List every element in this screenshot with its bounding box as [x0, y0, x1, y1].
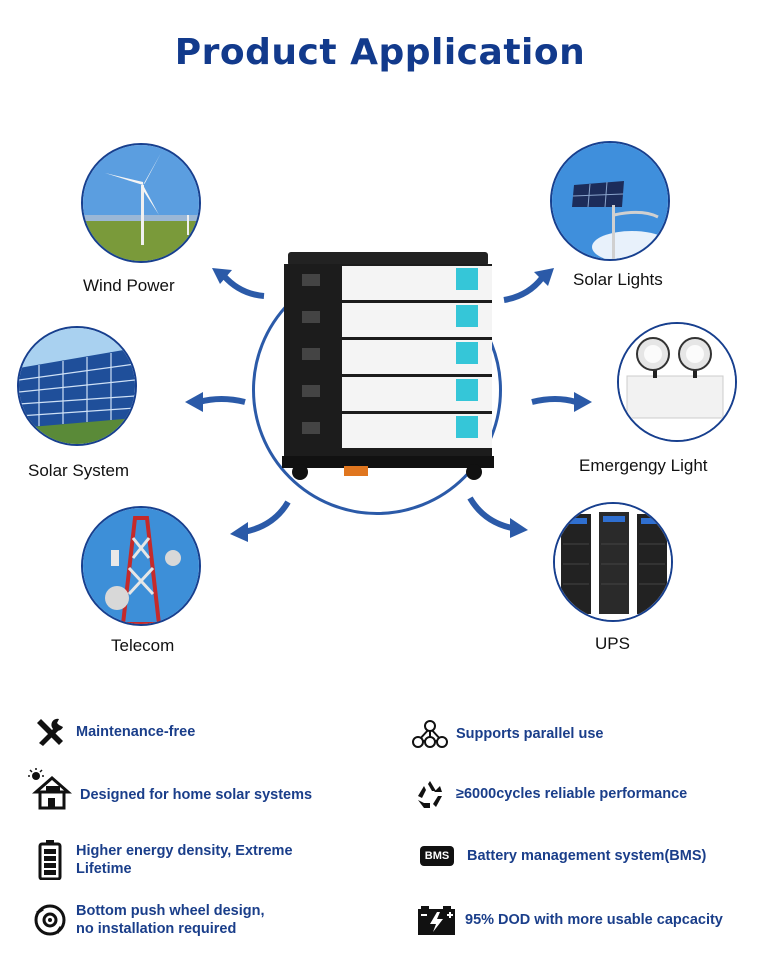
bms-icon: BMS: [417, 838, 457, 874]
feature-bms: BMS Battery management system(BMS): [417, 838, 706, 874]
emergency-light-label: Emergengy Light: [579, 456, 708, 475]
feature-dod: 95% DOD with more usable capcacity: [417, 902, 723, 938]
arrow-to-telecom: [230, 500, 291, 542]
recycle-icon: [412, 776, 448, 812]
wrench-screwdriver-icon: [32, 714, 68, 750]
feature-wheels-text: Bottom push wheel design, no installatio…: [76, 903, 265, 937]
solar-system-image: [17, 326, 137, 446]
feature-parallel-text: Supports parallel use: [456, 726, 604, 742]
feature-cycles-text: ≥6000cycles reliable performance: [456, 786, 688, 802]
ups-label: UPS: [595, 634, 630, 653]
feature-home-solar: Designed for home solar systems: [28, 768, 312, 812]
feature-cycles: ≥6000cycles reliable performance: [412, 776, 687, 812]
feature-parallel: Supports parallel use: [412, 716, 603, 752]
feature-maintenance-text: Maintenance-free: [76, 724, 196, 740]
wheel-icon: [32, 902, 68, 938]
arrow-to-solar-lights: [503, 268, 554, 303]
wind-power-image: [81, 143, 201, 263]
arrow-to-ups: [467, 496, 528, 538]
telecom-image: [81, 506, 201, 626]
feature-energy-density-text: Higher energy density, Extreme Lifetime: [76, 843, 293, 877]
solar-system-label: Solar System: [28, 461, 130, 480]
feature-wheels: Bottom push wheel design, no installatio…: [32, 902, 286, 938]
ups-image: [553, 502, 673, 622]
feature-energy-density: Higher energy density, Extreme Lifetime: [32, 838, 316, 882]
solar-house-icon: [28, 768, 72, 812]
arrow-to-emergency: [531, 392, 592, 412]
feature-bms-text: Battery management system(BMS): [467, 848, 707, 864]
feature-home-solar-text: Designed for home solar systems: [80, 787, 313, 803]
arrow-to-wind: [212, 268, 265, 299]
bms-badge: BMS: [419, 846, 455, 866]
network-icon: [412, 716, 448, 752]
solar-lights-image: [550, 141, 670, 261]
feature-maintenance: Maintenance-free: [32, 714, 195, 750]
telecom-label: Telecom: [111, 636, 175, 655]
arrow-to-solar-system: [185, 392, 246, 412]
page-title: Product Application: [174, 32, 586, 73]
battery-stack-image: [282, 252, 494, 480]
solar-lights-label: Solar Lights: [573, 270, 663, 289]
feature-dod-text: 95% DOD with more usable capcacity: [465, 912, 723, 928]
emergency-light-image: [617, 322, 737, 442]
battery-icon: [32, 838, 68, 882]
battery-charge-icon: [417, 902, 457, 938]
wind-power-label: Wind Power: [83, 276, 175, 295]
